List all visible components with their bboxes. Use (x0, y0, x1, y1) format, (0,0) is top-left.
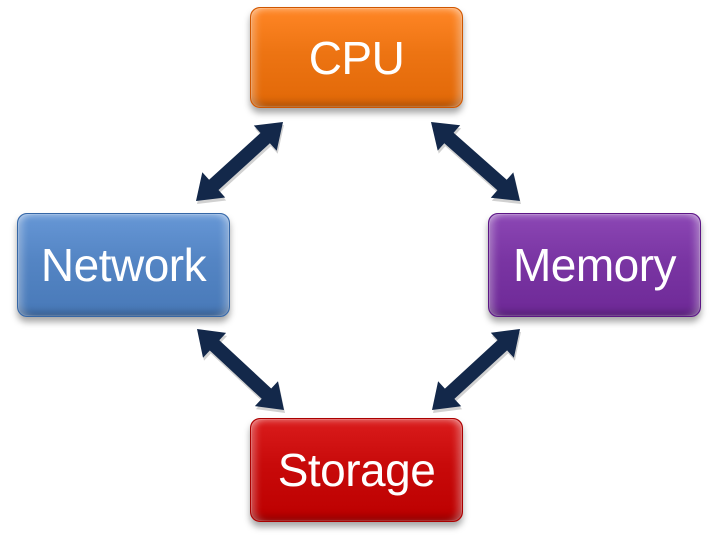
node-network: Network (17, 213, 230, 317)
node-storage-label: Storage (277, 444, 436, 496)
node-memory: Memory (488, 213, 701, 317)
arrow-cpu-network (196, 122, 283, 201)
arrow-network-storage (197, 329, 284, 410)
node-network-label: Network (40, 239, 207, 291)
arrow-memory-storage (432, 329, 520, 410)
node-storage: Storage (250, 418, 463, 522)
node-cpu: CPU (250, 7, 463, 108)
node-memory-label: Memory (512, 239, 677, 291)
arrow-cpu-memory (431, 122, 520, 201)
node-cpu-label: CPU (308, 31, 405, 84)
